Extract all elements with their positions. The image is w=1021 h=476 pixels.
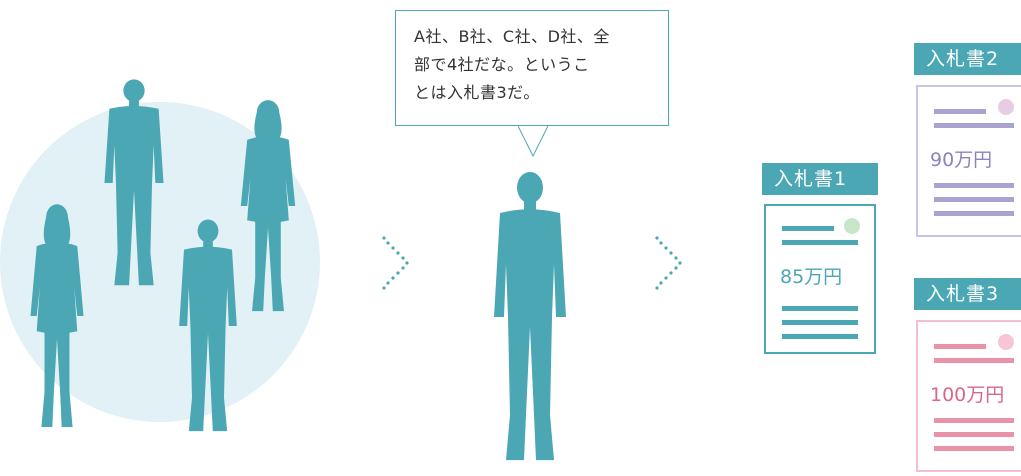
document-card-3: 100万円 <box>916 320 1021 472</box>
speech-bubble-text: A社、B社、C社、D社、全 部で4社だな。というこ とは入札書3だ。 <box>414 23 654 107</box>
bubble-line: とは入札書3だ。 <box>414 83 540 102</box>
speech-bubble: A社、B社、C社、D社、全 部で4社だな。というこ とは入札書3だ。 <box>395 10 669 158</box>
speech-bubble-tail <box>518 126 548 158</box>
document-card-1: 85万円 <box>764 204 876 354</box>
document-label-3: 入札書3 <box>914 278 1021 310</box>
document-price-3: 100万円 <box>930 384 1005 406</box>
bubble-line: A社、B社、C社、D社、全 <box>414 27 610 46</box>
document-card-2: 90万円 <box>916 85 1021 237</box>
document-icon <box>934 99 1014 216</box>
document-icon <box>782 218 860 339</box>
document-label-1: 入札書1 <box>762 163 878 195</box>
person-silhouette-icon <box>494 171 566 461</box>
chevron-right-icon <box>382 236 409 290</box>
chevron-right-icon <box>655 236 682 290</box>
bubble-line: 部で4社だな。というこ <box>414 55 590 74</box>
document-price-2: 90万円 <box>930 149 993 171</box>
document-icon <box>934 334 1014 451</box>
document-price-1: 85万円 <box>780 266 843 288</box>
document-label-2: 入札書2 <box>914 43 1021 75</box>
group-circle <box>0 102 320 422</box>
